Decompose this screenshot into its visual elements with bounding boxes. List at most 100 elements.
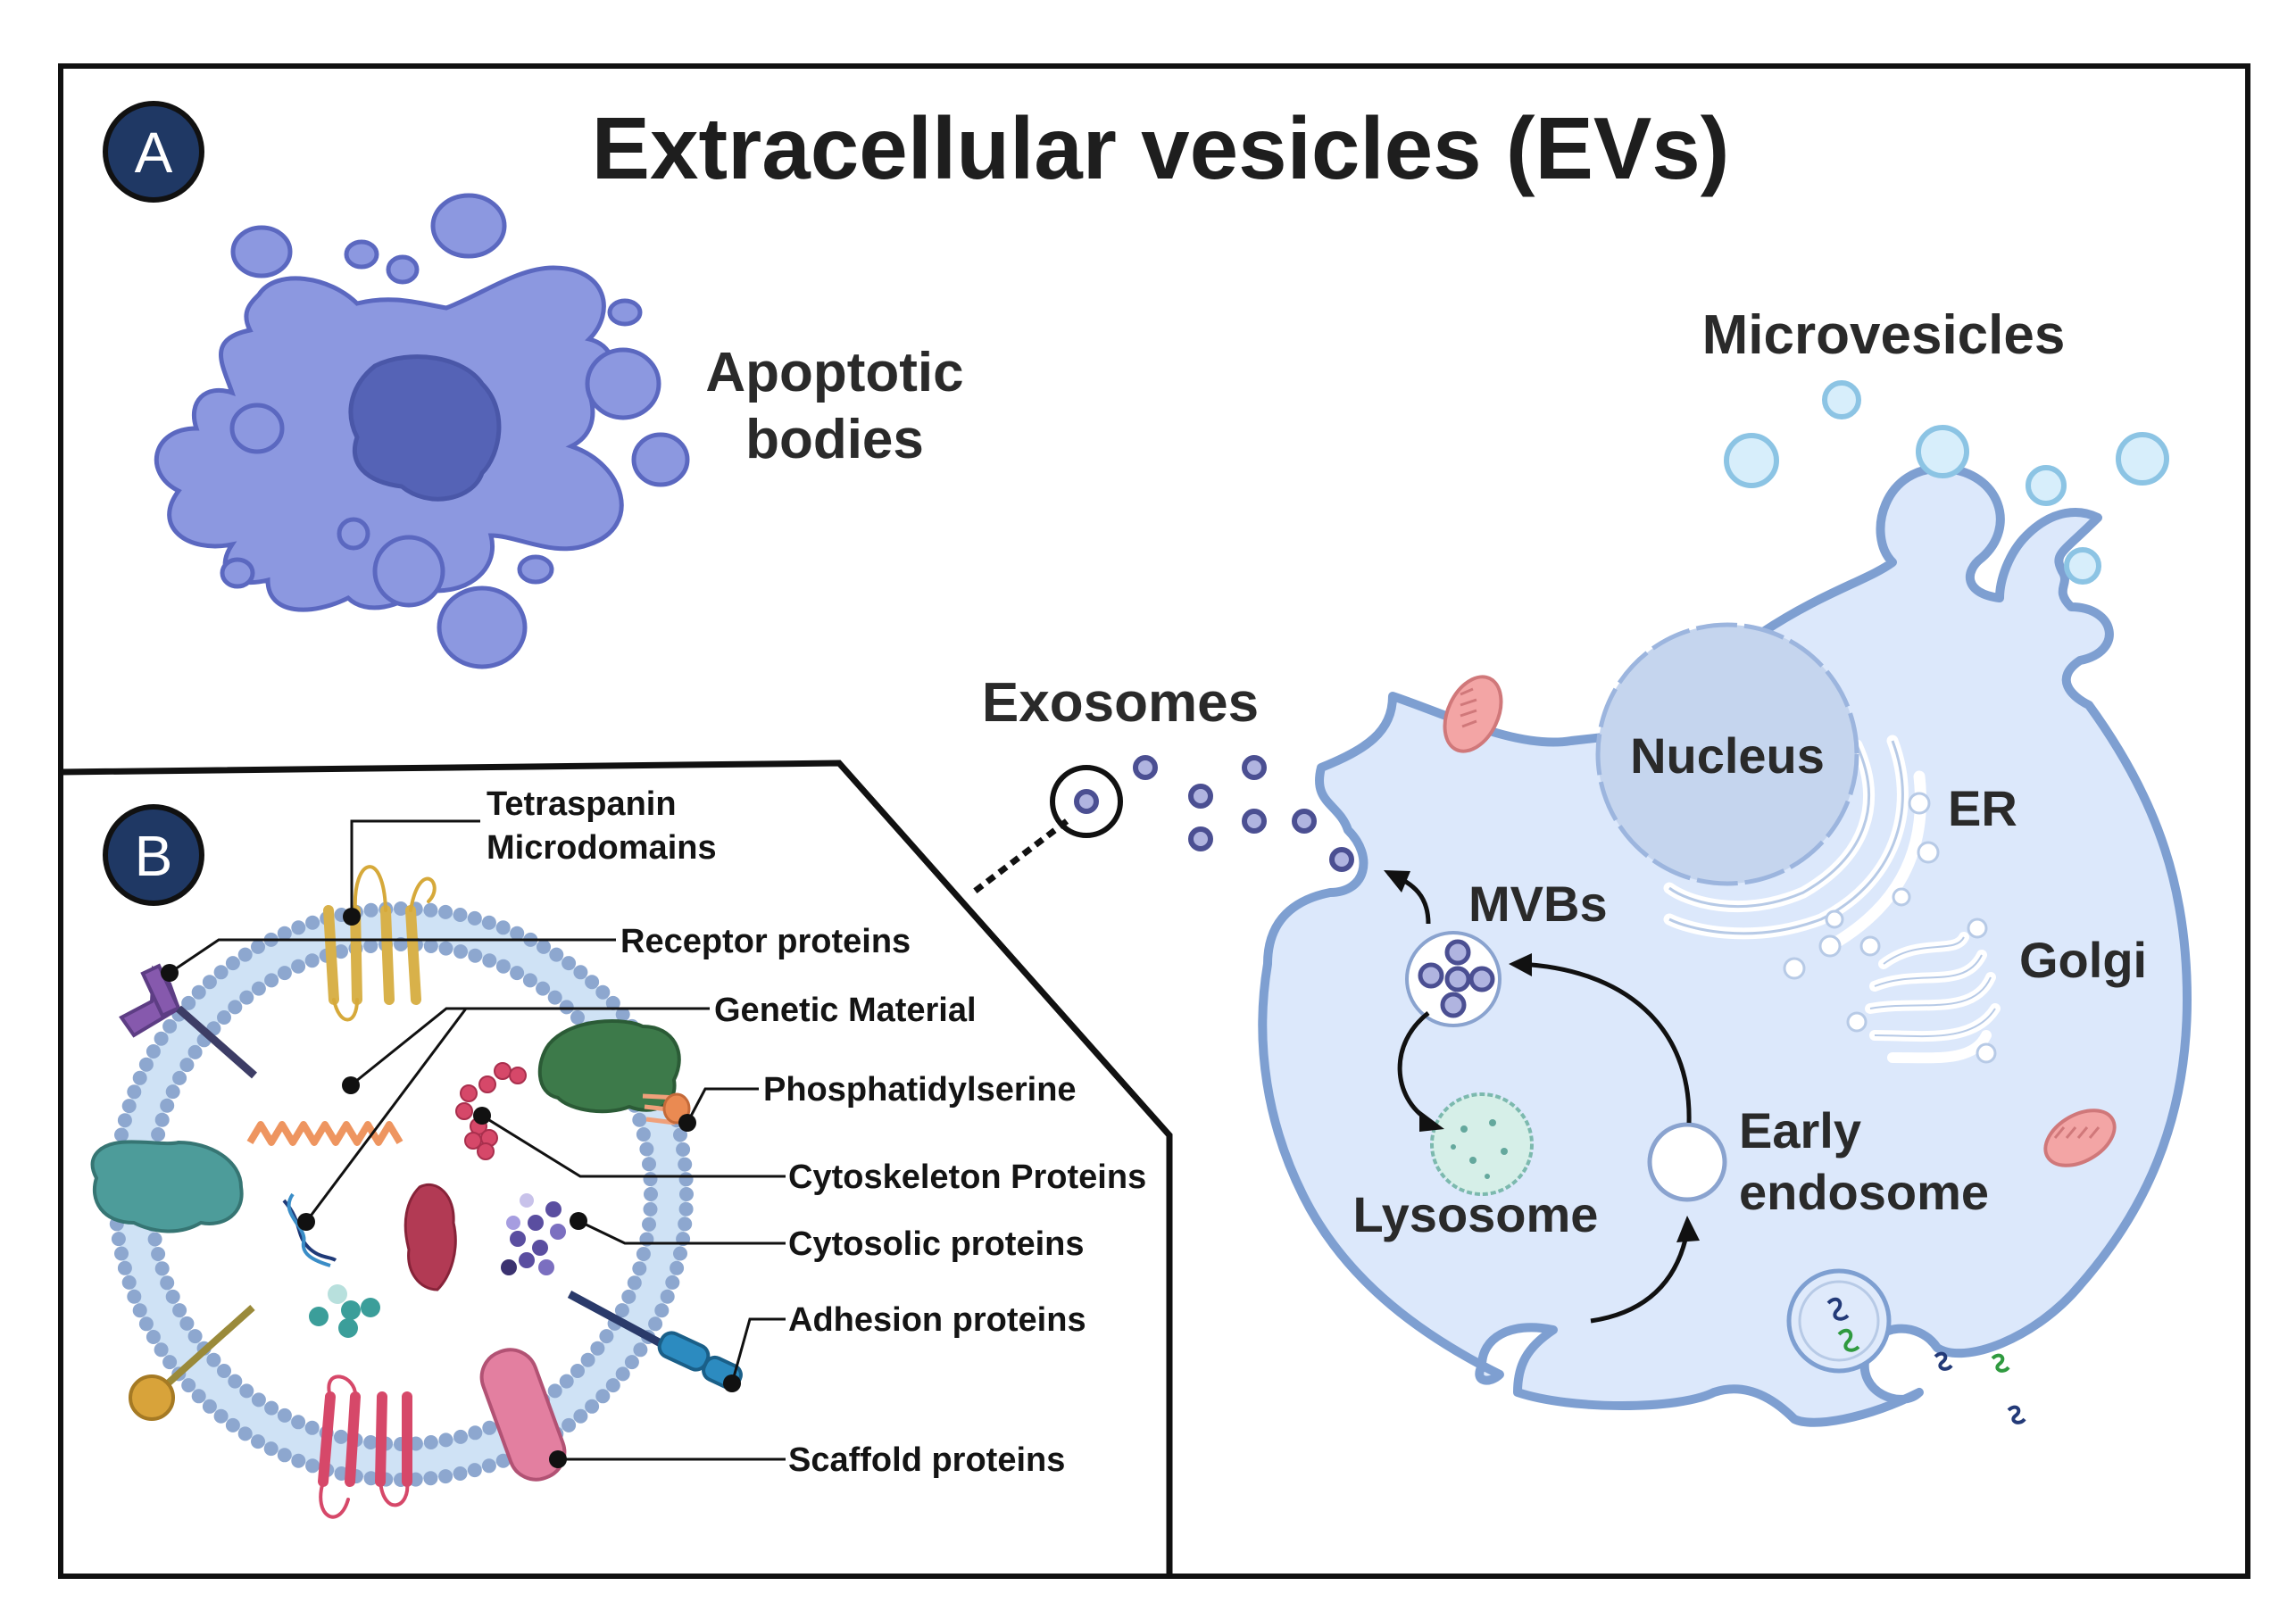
adhesion-proteins-label: Adhesion proteins [788, 1301, 1086, 1339]
lipid-head [154, 1261, 170, 1276]
component-leader-lines [169, 819, 786, 1461]
exosomes-label: Exosomes [982, 672, 1259, 734]
golgi-label: Golgi [2019, 932, 2147, 988]
mitochondria-icon [1443, 675, 1503, 753]
microvesicles-label: Microvesicles [1702, 304, 2066, 366]
er-vesicles [1783, 792, 1940, 980]
lipid-head [213, 1408, 229, 1424]
lipid-head [547, 990, 562, 1005]
lipid-head [636, 1247, 651, 1261]
diagram-title: Extracellular vesicles (EVs) [592, 99, 1730, 197]
lipid-head [277, 1448, 292, 1463]
lipid-head [334, 944, 348, 959]
genetic-material-label: Genetic Material [714, 992, 977, 1029]
lipid-head [562, 956, 577, 971]
lipid-head [438, 904, 453, 919]
scaffold-proteins-label: Scaffold proteins [788, 1441, 1065, 1479]
lipid-head [146, 1330, 161, 1344]
lipid-head [363, 1435, 379, 1449]
lipid-head [605, 1378, 620, 1393]
lipid-head [304, 1420, 320, 1435]
lipid-head [678, 1157, 693, 1172]
lipid-head [179, 1058, 195, 1073]
lipid-head [627, 1275, 642, 1291]
lipid-head [154, 1031, 169, 1046]
lipid-head [522, 973, 537, 988]
lipid-head [547, 1383, 562, 1399]
lipid-head [165, 1289, 180, 1304]
panel-b-letter: B [135, 824, 173, 888]
lipid-head [595, 984, 611, 1000]
lipid-head [225, 956, 240, 971]
lipid-head [264, 973, 279, 988]
lipid-head [251, 1434, 265, 1449]
lipid-head [363, 902, 379, 918]
lipid-head [632, 1261, 647, 1276]
exosome-zoom-connector [970, 818, 1069, 895]
lipid-head [187, 1329, 203, 1344]
lipid-head [643, 1172, 658, 1187]
lipid-head [559, 1000, 574, 1015]
adhesion-protein-icon [567, 1291, 743, 1391]
lipid-head [648, 1316, 663, 1332]
mvbs-label: MVBs [1468, 876, 1608, 932]
lipid-head [191, 984, 206, 1000]
lipid-head [114, 1127, 129, 1142]
lipid-head [239, 990, 254, 1005]
lipid-head [423, 939, 438, 953]
cytosolic-protein-red-icon [403, 1183, 457, 1291]
lipid-head [181, 995, 196, 1010]
lipid-head [181, 1378, 196, 1393]
lipid-head [251, 1392, 266, 1408]
lipid-head [363, 1471, 379, 1486]
lipid-head [423, 1471, 438, 1486]
lipid-head [549, 947, 564, 962]
lipid-head [580, 1352, 595, 1367]
lipid-head [172, 1303, 187, 1318]
lipid-head [151, 1247, 166, 1261]
lipid-head [510, 926, 525, 941]
lipid-head [291, 920, 306, 935]
lipid-head [251, 939, 265, 954]
lipid-head [138, 1057, 154, 1072]
lipid-head [228, 1000, 243, 1015]
golgi-outline [1869, 936, 1996, 1038]
cytoskeleton-proteins-label: Cytoskeleton Proteins [788, 1158, 1146, 1196]
lipid-head [673, 1246, 687, 1261]
lipid-head [595, 1389, 611, 1404]
lipid-head [639, 1142, 654, 1157]
lipid-head [481, 915, 496, 930]
dna-vesicle-icon [1786, 1268, 1892, 1374]
panel-a-letter: A [135, 120, 173, 185]
membrane-protein-teal-icon [90, 1140, 244, 1233]
lipid-head [665, 1275, 680, 1290]
small-teal-proteins-icon [309, 1284, 380, 1338]
lipid-head [438, 1432, 453, 1448]
lipid-head [363, 939, 379, 953]
lipid-head [468, 948, 483, 963]
lipid-head [643, 1201, 658, 1217]
lipid-head [179, 1316, 195, 1331]
lipid-head [165, 1084, 180, 1100]
lipid-head [573, 965, 588, 980]
exosome-icon [1133, 755, 1354, 872]
lipid-head [467, 1463, 482, 1478]
lipid-head [453, 1466, 468, 1481]
lipid-head [632, 1112, 647, 1127]
tetraspanin-red-icon [318, 1374, 412, 1519]
lipid-head [305, 915, 320, 930]
lipid-head [138, 1316, 154, 1332]
lipid-head [147, 1232, 162, 1247]
lipid-head [453, 944, 468, 959]
lipid-head [162, 1355, 178, 1370]
lipid-head [117, 1260, 132, 1275]
lipid-head [676, 1142, 691, 1157]
lipid-head [277, 966, 292, 981]
lipid-head [304, 953, 320, 968]
lipid-head [291, 959, 306, 974]
lipid-head [334, 1429, 348, 1444]
lipid-head [277, 926, 292, 941]
lipid-head [263, 1441, 279, 1457]
